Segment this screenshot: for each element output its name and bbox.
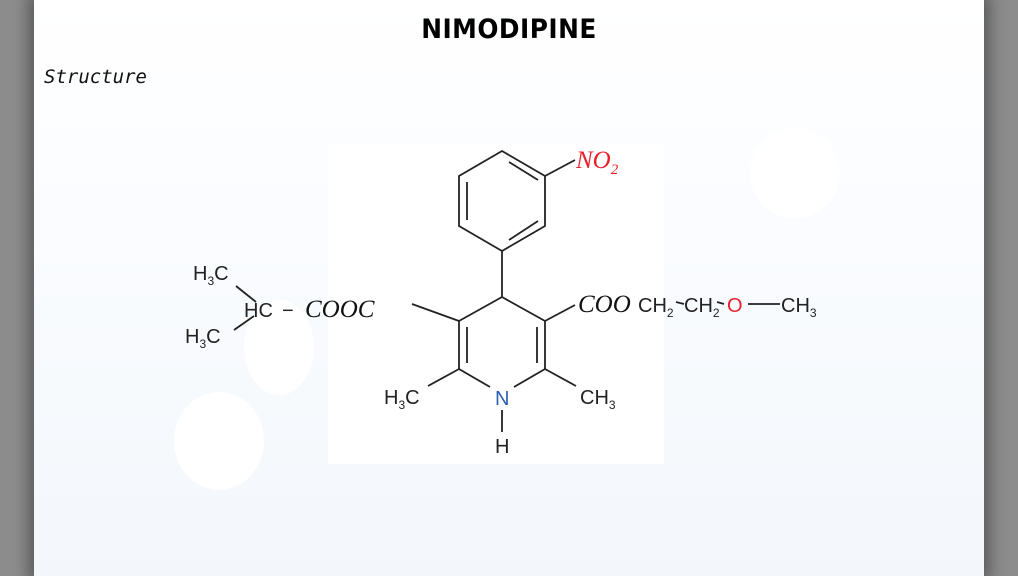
ch2-o-bond (716, 301, 725, 305)
ring-methyl-right: CH3 (580, 387, 616, 412)
c2-n-bond (513, 368, 546, 388)
nitro-label: NO2 (575, 147, 619, 178)
isopropyl-methyl-upper: H3C (193, 263, 229, 288)
ring-h3c-h: H (384, 387, 398, 409)
nitrogen-atom: N (495, 388, 509, 410)
h3c-lower-h: H (185, 326, 199, 348)
ring-h3c-sub: 3 (398, 398, 405, 412)
hc-label: HC (244, 300, 273, 322)
h3c-lower-c: C (206, 326, 220, 348)
ch2-first-sub: 2 (667, 306, 674, 320)
white-blob-left-bottom (174, 392, 264, 490)
ring-h3c-c: C (405, 387, 419, 409)
nitro-bond (544, 159, 576, 177)
c5-ester-bond (411, 303, 460, 322)
h3c-lower-sub: 3 (199, 337, 206, 351)
ring-ch3-sub: 3 (609, 398, 616, 412)
c4-c5-bond (458, 296, 503, 322)
slide-title: NIMODIPINE (421, 14, 597, 45)
h3c-upper-c: C (214, 263, 228, 285)
terminal-methyl: CH3 (781, 295, 817, 320)
c2-methyl-bond (544, 368, 577, 387)
c3-ester-bond (544, 304, 576, 322)
slide: NIMODIPINE Structure (34, 0, 984, 576)
cooc-label: COOC (305, 296, 375, 323)
c6-methyl-bond (427, 368, 460, 387)
molecule-bonds (233, 149, 780, 432)
ring-methyl-left: H3C (384, 387, 420, 412)
terminal-ch3-sub: 3 (810, 306, 817, 320)
section-label: Structure (44, 66, 147, 88)
ch2-ch2-bond (675, 301, 685, 305)
ch2-second-text: CH (684, 295, 713, 317)
nitro-text: NO (575, 147, 611, 174)
benzene-inner-bond-1 (508, 161, 539, 181)
c4-c3-bond (501, 296, 546, 322)
isopropyl-lower-bond (233, 315, 255, 331)
ch2-first: CH2 (638, 295, 674, 320)
ch2-second-sub: 2 (713, 306, 720, 320)
terminal-ch3-text: CH (781, 295, 810, 317)
nh-hydrogen: H (495, 436, 509, 458)
nitro-subscript: 2 (611, 162, 619, 178)
isopropyl-methyl-lower: H3C (185, 326, 221, 351)
h3c-upper-h: H (193, 263, 207, 285)
isopropyl-upper-bond (235, 285, 257, 303)
white-blob-right (750, 128, 840, 218)
ch2-first-text: CH (638, 295, 667, 317)
benzene-inner-bond-2 (508, 220, 539, 241)
ch2-second: CH2 (684, 295, 720, 320)
h3c-upper-sub: 3 (207, 274, 214, 288)
coo-label: COO (578, 291, 631, 318)
hc-cooc-dash: − (282, 300, 294, 322)
ring-ch3-text: CH (580, 387, 609, 409)
structure-background (328, 144, 664, 464)
c6-n-bond (458, 368, 491, 388)
benzene-ring (458, 149, 546, 253)
oxygen-atom: O (727, 295, 743, 317)
white-blob-left-top (244, 300, 314, 395)
